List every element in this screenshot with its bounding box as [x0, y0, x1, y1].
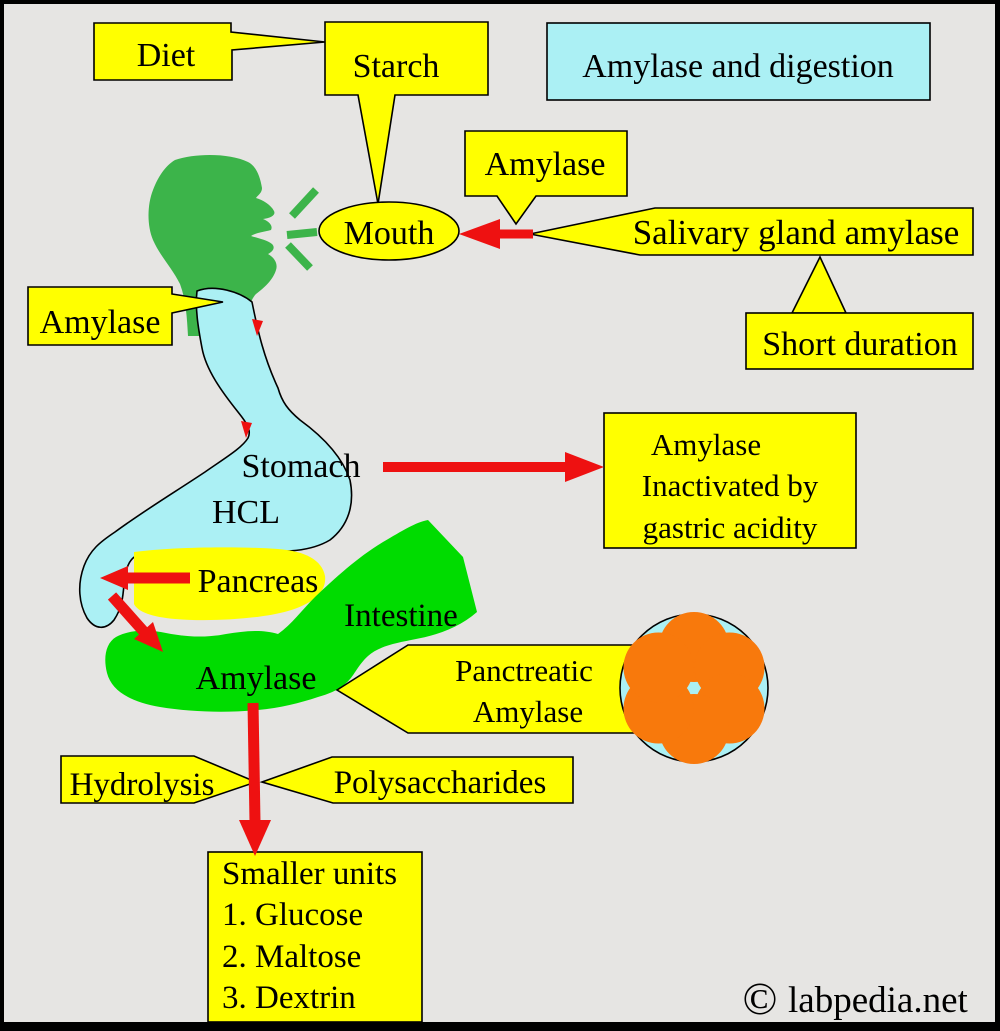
inactivated-box [603, 412, 857, 549]
speech-line-lower [285, 242, 313, 271]
mouth-label: Mouth [344, 215, 435, 252]
speech-line-upper [289, 187, 319, 219]
intestine-label: Intestine [344, 598, 458, 634]
inactivated-line-3: gastric acidity [643, 510, 818, 545]
starch-label: Starch [353, 48, 440, 85]
arrows [100, 219, 604, 856]
amylase-mouth-callout [464, 130, 628, 226]
pancreas-shape [134, 547, 326, 621]
short-duration-label: Short duration [762, 326, 957, 363]
pancreas-to-stomach-arrow-head [100, 566, 128, 590]
polysaccharide-molecule-figure [619, 612, 769, 764]
hydrolysis-callout [60, 755, 259, 804]
copyright-icon: © [743, 973, 778, 1024]
amylase-to-smaller-units-arrow-head [239, 820, 271, 856]
starch-callout [324, 21, 489, 205]
head-figure [148, 154, 319, 336]
mouth-ellipse [318, 201, 460, 261]
amylase-intestine-label: Amylase [196, 660, 317, 697]
pancreatic-line-1: Panctreatic [455, 653, 593, 688]
short-duration-box [745, 312, 974, 370]
amylase-mouth-label: Amylase [485, 146, 606, 183]
pancreas-to-intestine-arrow-shaft [107, 592, 150, 637]
speech-line-middle [286, 228, 318, 239]
esophagus-flow-arrow-upper [252, 319, 263, 336]
hydrolysis-label: Hydrolysis [70, 767, 215, 803]
smaller-units-box [207, 851, 423, 1023]
site-credit: labpedia.net [788, 980, 968, 1021]
inactivated-line-1: Amylase [651, 427, 761, 462]
amylase-to-smaller-units-arrow-shaft [247, 702, 261, 823]
diet-label: Diet [137, 37, 196, 74]
pancreas-label: Pancreas [198, 563, 319, 600]
salivary-callout [529, 207, 974, 256]
stomach-label: Stomach [242, 448, 361, 485]
page-title: Amylase and digestion [582, 48, 894, 85]
molecule-unit [623, 632, 694, 703]
smaller-units-line-1: Smaller units [222, 856, 397, 892]
short-duration-tail [790, 255, 848, 314]
salivary-gland-label: Salivary gland amylase [633, 213, 960, 252]
hcl-label: HCL [212, 494, 280, 531]
amylase-esophagus-callout [27, 286, 224, 346]
polysaccharides-label: Polysaccharides [334, 765, 547, 801]
text-layer: Diet Starch Amylase and digestion Amylas… [40, 37, 969, 1024]
pancreas-to-intestine-arrow-head [134, 622, 163, 652]
inactivated-line-2: Inactivated by [642, 468, 819, 503]
smaller-units-line-2: 1. Glucose [222, 897, 363, 933]
pancreatic-line-2: Amylase [473, 694, 583, 729]
amylase-esophagus-label: Amylase [40, 304, 161, 341]
smaller-units-line-3: 2. Maltose [222, 939, 361, 975]
callouts [27, 21, 974, 1023]
stomach-to-inactivated-arrow-head [565, 452, 604, 482]
diet-callout [93, 22, 326, 81]
head-silhouette [148, 154, 277, 336]
title-box [546, 22, 931, 101]
smaller-units-line-4: 3. Dextrin [222, 980, 356, 1016]
salivary-to-mouth-arrow-head [459, 219, 500, 249]
esophagus-flow-arrow-lower [241, 421, 252, 438]
polysaccharides-callout [259, 756, 574, 804]
intestine-shape [105, 520, 478, 712]
